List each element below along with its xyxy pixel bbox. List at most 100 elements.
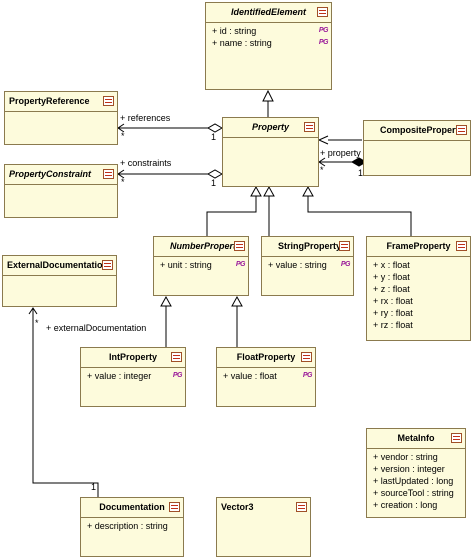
getter-setter-icon: PG	[340, 261, 351, 268]
class-name: ExternalDocumentation	[3, 256, 116, 276]
generalization-arrow	[302, 185, 314, 197]
class-property[interactable]: Property	[222, 117, 319, 187]
class-property-constraint[interactable]: PropertyConstraint	[4, 164, 118, 218]
role-label: + property	[320, 148, 361, 158]
attribute: + sourceTool : string	[373, 488, 454, 498]
role-label: + constraints	[120, 158, 172, 168]
multiplicity-label: *	[121, 177, 125, 187]
class-icon	[451, 433, 462, 443]
class-icon	[456, 125, 467, 135]
attribute: + creation : long	[373, 500, 438, 510]
class-vector3[interactable]: Vector3	[216, 497, 311, 557]
class-icon	[103, 96, 114, 106]
class-icon	[456, 241, 467, 251]
class-property-reference[interactable]: PropertyReference	[4, 91, 118, 145]
class-icon	[296, 502, 307, 512]
multiplicity-label: 1	[358, 168, 364, 178]
class-name: Documentation	[81, 498, 183, 518]
multiplicity-label: *	[121, 131, 125, 141]
class-name: CompositeProperty	[364, 121, 470, 141]
class-name: StringProperty	[262, 237, 353, 257]
attribute: + version : integer	[373, 464, 445, 474]
class-composite-property[interactable]: CompositeProperty	[363, 120, 471, 176]
attribute: + rx : float	[373, 296, 413, 306]
class-icon	[102, 260, 113, 270]
class-documentation[interactable]: Documentation + description : string	[80, 497, 184, 557]
navigability-arrow	[117, 169, 125, 179]
navigability-arrow	[28, 307, 38, 315]
generalization-arrow	[160, 295, 172, 307]
attribute: + rz : float	[373, 320, 413, 330]
attribute: + ry : float	[373, 308, 413, 318]
class-name: PropertyConstraint	[5, 165, 117, 185]
class-name: MetaInfo	[367, 429, 465, 449]
attribute: + y : float	[373, 272, 410, 282]
class-name: IntProperty	[81, 348, 185, 368]
attribute-list: + description : string	[81, 518, 183, 532]
navigability-arrow	[318, 157, 326, 167]
getter-setter-icon: PG	[172, 372, 183, 379]
class-name: IdentifiedElement	[206, 3, 331, 23]
class-frame-property[interactable]: FrameProperty + x : float + y : float + …	[366, 236, 471, 341]
multiplicity-label: 1	[91, 482, 97, 492]
class-name: Vector3	[221, 502, 254, 512]
class-icon	[304, 122, 315, 132]
generalization-arrow	[262, 89, 274, 102]
attribute: + x : float	[373, 260, 410, 270]
class-icon	[103, 169, 114, 179]
class-icon	[301, 352, 312, 362]
class-external-documentation[interactable]: ExternalDocumentation	[2, 255, 117, 307]
class-icon	[234, 241, 245, 251]
generalization-arrow	[263, 185, 275, 197]
class-icon	[169, 502, 180, 512]
composition-diamond	[350, 157, 368, 167]
multiplicity-label: *	[35, 318, 39, 328]
attribute-list: + x : float + y : float + z : float + rx…	[367, 257, 470, 331]
attribute: + vendor : string	[373, 452, 438, 462]
getter-setter-icon: PG	[318, 27, 329, 34]
class-icon	[171, 352, 182, 362]
navigability-arrow	[117, 123, 125, 133]
class-name: Property	[223, 118, 318, 138]
class-name: FrameProperty	[367, 237, 470, 257]
generalization-arrow	[250, 185, 262, 197]
generalization-arrow	[317, 135, 329, 145]
aggregation-diamond	[206, 123, 224, 133]
class-name: FloatProperty	[217, 348, 315, 368]
class-meta-info[interactable]: MetaInfo + vendor : string + version : i…	[366, 428, 466, 518]
class-icon	[339, 241, 350, 251]
class-name: PropertyReference	[5, 92, 117, 112]
role-label: + externalDocumentation	[46, 323, 147, 333]
attribute: + description : string	[87, 521, 168, 531]
getter-setter-icon: PG	[235, 261, 246, 268]
aggregation-diamond	[206, 169, 224, 179]
class-icon	[317, 7, 328, 17]
attribute: + z : float	[373, 284, 410, 294]
attribute-list: + vendor : string + version : integer + …	[367, 449, 465, 511]
getter-setter-icon: PG	[318, 39, 329, 46]
getter-setter-icon: PG	[302, 372, 313, 379]
generalization-arrow	[231, 295, 243, 307]
multiplicity-label: 1	[211, 178, 217, 188]
class-name: NumberProperty	[154, 237, 248, 257]
role-label: + references	[120, 113, 171, 123]
attribute: + lastUpdated : long	[373, 476, 454, 486]
generalization-line	[307, 196, 412, 236]
